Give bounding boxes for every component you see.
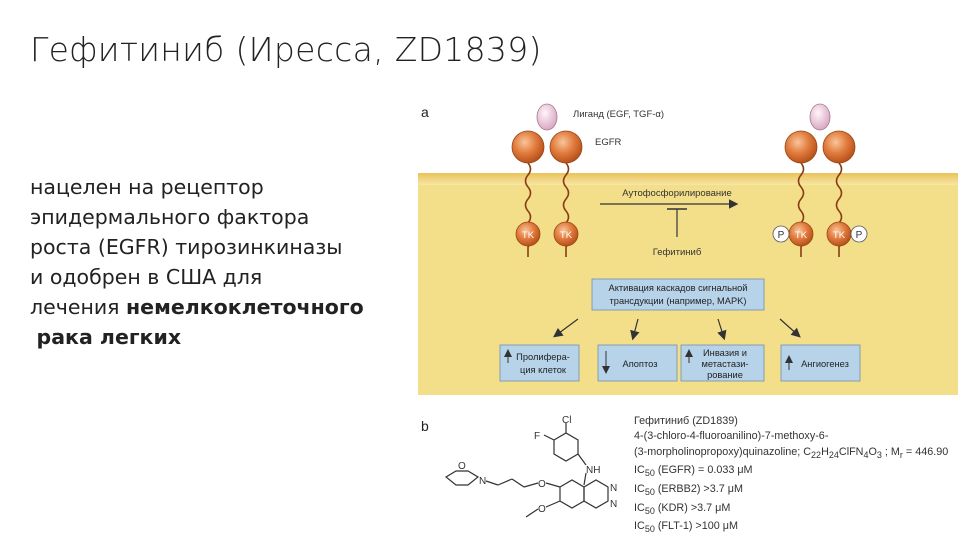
receptor-label: EGFR — [595, 137, 622, 148]
slide-title: Гефитиниб (Иресса, ZD1839) — [30, 30, 542, 69]
ic-prefix: IC — [634, 501, 645, 514]
atom-label: N — [610, 499, 617, 510]
sub: 22 — [811, 449, 822, 460]
sub: 24 — [828, 449, 839, 460]
outcome-boxes: Пролифера- ция клеток Апоптоз Инвазия и … — [499, 344, 861, 382]
outcome-label: рование — [707, 370, 743, 380]
body-line: нацелен на рецептор — [30, 175, 264, 199]
outcome-label: ция клеток — [520, 365, 567, 375]
outcome-label: Апоптоз — [623, 359, 658, 369]
receptor-extracellular-icon — [549, 130, 583, 164]
body-line: роста (EGFR) тирозинкиназы — [30, 235, 343, 259]
outcome-label: Инвазия и — [703, 348, 747, 358]
structure-bonds — [444, 423, 609, 518]
ic50-row: IC50 (EGFR) = 0.033 μM — [634, 463, 954, 482]
compound-name: Гефитиниб (ZD1839) — [634, 415, 738, 427]
phosphate-label: P — [778, 230, 785, 241]
ligand-icon — [536, 103, 558, 131]
ic-prefix: IC — [634, 464, 645, 477]
drug-label: Гефитиниб — [653, 247, 702, 258]
gefitinib-structure-diagram: Cl F NH O O N O N N — [444, 415, 617, 518]
sub: 50 — [644, 505, 655, 516]
egfr-signaling-diagram: TK TK TK TK P P Лиганд (EGF, TGF-α) EGFR… — [418, 103, 958, 395]
atom-label: N — [479, 476, 486, 487]
ic-value: (ERBB2) >3.7 μM — [654, 482, 743, 495]
atom-label: N — [610, 483, 617, 494]
sub: 50 — [644, 468, 655, 479]
sub: 50 — [644, 524, 655, 535]
ic-value: (FLT-1) >100 μM — [654, 520, 738, 533]
formula-part: ClFN — [838, 445, 864, 458]
iupac-part: (3-morpholinopropoxy)quinazoline; C — [634, 445, 812, 458]
ic50-row: IC50 (FLT-1) >100 μM — [634, 519, 954, 538]
atom-label: NH — [586, 465, 600, 476]
body-line: рака легких — [30, 322, 405, 352]
sub: 50 — [644, 487, 655, 498]
ligand-icon — [809, 103, 831, 131]
atom-label: O — [538, 504, 546, 515]
sub: 3 — [876, 449, 882, 460]
tk-label: TK — [560, 230, 573, 241]
outcome-label: Пролифера- — [516, 352, 570, 362]
phosphate-label: P — [856, 230, 863, 241]
outcome-label: Ангиогенез — [801, 359, 849, 369]
body-bold: рака легких — [36, 325, 182, 349]
cell-membrane — [418, 173, 958, 185]
compound-formula: (3-morpholinopropoxy)quinazoline; C22H24… — [634, 445, 954, 464]
sub: 4 — [863, 449, 869, 460]
body-line: лечения немелкоклеточного — [30, 292, 405, 322]
receptor-extracellular-icon — [822, 130, 856, 164]
body-line: эпидермального фактора — [30, 205, 310, 229]
tk-label: TK — [795, 230, 808, 241]
formula-part: O — [868, 445, 877, 458]
cascade-box — [591, 278, 765, 311]
atom-label: O — [538, 479, 546, 490]
atom-label: O — [458, 461, 466, 472]
cascade-label: Активация каскадов сигнальной — [609, 283, 748, 293]
receptor-extracellular-icon — [784, 130, 818, 164]
ic-value: (EGFR) = 0.033 μM — [654, 464, 753, 477]
outcome-label: метастази- — [702, 359, 749, 369]
panel-label-b: b — [421, 418, 429, 434]
atom-label: Cl — [562, 415, 571, 426]
phosphate-groups: P P — [772, 225, 868, 243]
body-plain: лечения — [30, 295, 127, 319]
formula-part: H — [821, 445, 829, 458]
mr-value: = 446.90 — [902, 445, 949, 458]
body-line: и одобрен в США для — [30, 265, 263, 289]
compound-iupac: 4-(3-chloro-4-fluoroanilino)-7-methoxy-6… — [634, 430, 829, 443]
ic50-row: IC50 (ERBB2) >3.7 μM — [634, 482, 954, 501]
atom-label: F — [534, 431, 540, 442]
ic50-row: IC50 (KDR) >3.7 μM — [634, 501, 954, 520]
slide-body-text: нацелен на рецептор эпидермального факто… — [30, 172, 405, 352]
mr-part: ; M — [881, 445, 900, 458]
outcome-box-apoptosis — [597, 344, 678, 382]
ic-prefix: IC — [634, 520, 645, 533]
tk-domains: TK TK TK TK — [515, 221, 852, 247]
panel-label-a: a — [421, 104, 429, 120]
ic-prefix: IC — [634, 482, 645, 495]
cascade-arrows — [553, 318, 801, 341]
sub: r — [899, 449, 903, 460]
outcome-box-invasion — [680, 344, 765, 382]
outcome-box-proliferation — [499, 344, 580, 382]
compound-properties: Гефитиниб (ZD1839) 4-(3-chloro-4-fluoroa… — [634, 414, 954, 538]
outcome-box-angiogenesis — [780, 344, 861, 382]
tk-label: TK — [522, 230, 535, 241]
ic-value: (KDR) >3.7 μM — [654, 501, 731, 514]
autophos-label: Аутофосфорилирование — [622, 188, 732, 199]
ligand-label: Лиганд (EGF, TGF-α) — [573, 109, 664, 120]
receptor-extracellular-icon — [511, 130, 545, 164]
tk-label: TK — [833, 230, 846, 241]
body-bold: немелкоклеточного — [126, 295, 364, 319]
cascade-label: трансдукции (например, MAPK) — [610, 296, 747, 306]
